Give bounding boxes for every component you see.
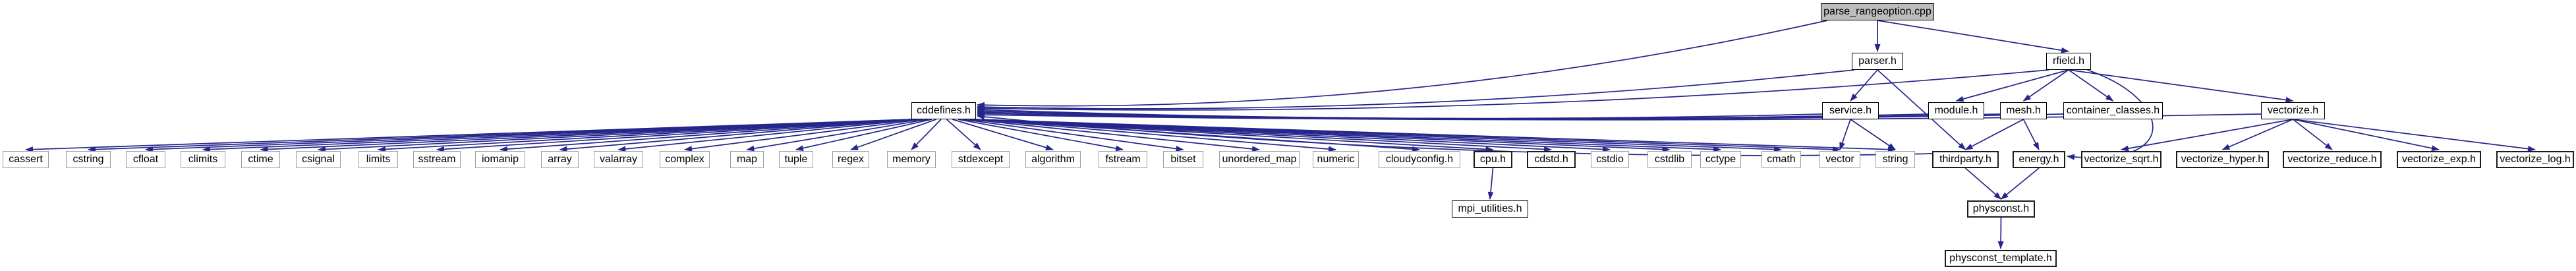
node-mesh[interactable]: mesh.h bbox=[2000, 102, 2047, 119]
edge-cddefines-to-bitset bbox=[962, 119, 1184, 152]
edge-cddefines-to-sstream bbox=[436, 119, 914, 152]
edge-rfield-to-cddefines bbox=[977, 69, 2049, 111]
edge-service-to-string bbox=[1850, 119, 1896, 150]
node-thirdparty[interactable]: thirdparty.h bbox=[1932, 151, 1999, 168]
node-stdexcept: stdexcept bbox=[952, 151, 1010, 168]
node-valarray: valarray bbox=[594, 151, 643, 168]
node-string: string bbox=[1875, 151, 1915, 168]
edge-cddefines-to-valarray bbox=[617, 119, 918, 152]
edge-cddefines-to-cloudyconfig bbox=[973, 119, 1420, 152]
edge-cddefines-to-numeric bbox=[973, 119, 1336, 152]
node-cdstd[interactable]: cdstd.h bbox=[1527, 151, 1576, 168]
edge-cddefines-to-map bbox=[746, 119, 929, 152]
edge-cddefines-to-iomanip bbox=[500, 119, 914, 152]
edge-cddefines-to-tuple bbox=[795, 119, 932, 151]
node-csignal: csignal bbox=[296, 151, 341, 168]
node-cstring: cstring bbox=[66, 151, 111, 168]
node-tuple: tuple bbox=[779, 151, 813, 168]
edge-mesh-to-energy bbox=[2022, 119, 2040, 150]
edge-vectorize-to-vreduce bbox=[2292, 119, 2333, 150]
node-parser[interactable]: parser.h bbox=[1852, 53, 1903, 70]
edge-mesh-to-thirdparty bbox=[1964, 119, 2024, 150]
edge-cddefines-to-limits bbox=[378, 119, 914, 152]
edge-cddefines-to-array bbox=[559, 119, 914, 152]
edge-cddefines-to-fstream bbox=[958, 119, 1124, 152]
node-physconst[interactable]: physconst.h bbox=[1967, 200, 2035, 218]
edge-vectorize-to-vsqrt bbox=[2121, 119, 2293, 152]
node-module[interactable]: module.h bbox=[1928, 102, 1984, 119]
node-cddefines[interactable]: cddefines.h bbox=[911, 102, 976, 119]
edge-cddefines-to-unordered_map bbox=[969, 119, 1260, 152]
edge-vectorize-to-vlog bbox=[2293, 119, 2536, 152]
node-memory: memory bbox=[887, 151, 936, 168]
edge-cddefines-to-complex bbox=[684, 119, 923, 152]
node-container[interactable]: container_classes.h bbox=[2063, 102, 2163, 119]
edge-cpp-to-rfield bbox=[1877, 20, 2069, 53]
node-cfloat: cfloat bbox=[126, 151, 165, 168]
edge-thirdparty-to-physconst bbox=[1964, 167, 2002, 200]
node-ctime: ctime bbox=[241, 151, 280, 168]
edge-service-to-vector bbox=[1839, 119, 1851, 150]
node-rfield[interactable]: rfield.h bbox=[2046, 53, 2091, 70]
node-vector: vector bbox=[1819, 151, 1860, 168]
edge-parser-to-cddefines bbox=[977, 69, 1855, 110]
node-complex: complex bbox=[660, 151, 710, 168]
node-map: map bbox=[730, 151, 764, 168]
node-regex: regex bbox=[832, 151, 869, 168]
node-numeric: numeric bbox=[1313, 151, 1359, 168]
node-array: array bbox=[541, 151, 579, 168]
edge-cddefines-to-algorithm bbox=[952, 119, 1054, 151]
edge-rfield-to-vectorize bbox=[2068, 69, 2294, 103]
node-vexp[interactable]: vectorize_exp.h bbox=[2397, 151, 2481, 168]
node-climits: climits bbox=[181, 151, 225, 168]
node-unordered_map: unordered_map bbox=[1219, 151, 1300, 168]
node-cloudyconfig: cloudyconfig.h bbox=[1379, 151, 1460, 168]
edge-cddefines-to-csignal bbox=[318, 119, 914, 152]
edge-energy-to-physconst bbox=[2000, 167, 2040, 200]
node-cpp: parse_rangeoption.cpp bbox=[1821, 3, 1934, 20]
node-cpu[interactable]: cpu.h bbox=[1474, 151, 1512, 168]
node-bitset: bitset bbox=[1163, 151, 1203, 168]
edge-rfield-to-module bbox=[1955, 69, 2069, 102]
edge-cddefines-to-memory bbox=[911, 119, 942, 150]
node-cmath: cmath bbox=[1761, 151, 1801, 168]
node-cassert: cassert bbox=[3, 151, 49, 168]
edge-vectorize-to-vexp bbox=[2293, 119, 2440, 152]
node-vectorize[interactable]: vectorize.h bbox=[2261, 102, 2325, 119]
node-cctype: cctype bbox=[1700, 151, 1741, 168]
node-cstdlib: cstdlib bbox=[1647, 151, 1692, 168]
node-vhyper[interactable]: vectorize_hyper.h bbox=[2176, 151, 2269, 168]
node-phytemplate[interactable]: physconst_template.h bbox=[1945, 250, 2057, 267]
node-cstdio: cstdio bbox=[1591, 151, 1629, 168]
node-service[interactable]: service.h bbox=[1822, 102, 1879, 119]
edge-cddefines-to-stdexcept bbox=[946, 119, 981, 150]
node-mpi[interactable]: mpi_utilities.h bbox=[1452, 200, 1528, 218]
node-limits: limits bbox=[358, 151, 398, 168]
node-vlog[interactable]: vectorize_log.h bbox=[2496, 151, 2574, 168]
edge-cpp-to-cddefines bbox=[977, 20, 1828, 108]
edge-rfield-to-container bbox=[2068, 69, 2114, 102]
edge-cddefines-to-string bbox=[973, 119, 1896, 153]
node-vreduce[interactable]: vectorize_reduce.h bbox=[2283, 151, 2382, 168]
edge-cddefines-to-regex bbox=[850, 119, 937, 150]
edge-vectorize-to-vhyper bbox=[2221, 119, 2293, 150]
node-fstream: fstream bbox=[1099, 151, 1147, 168]
node-iomanip: iomanip bbox=[475, 151, 525, 168]
node-sstream: sstream bbox=[413, 151, 461, 168]
edge-cpu-to-mpi bbox=[1487, 167, 1494, 200]
node-algorithm: algorithm bbox=[1025, 151, 1081, 168]
edge-rfield-to-mesh bbox=[2022, 69, 2069, 102]
node-energy[interactable]: energy.h bbox=[2013, 151, 2065, 168]
node-vsqrt[interactable]: vectorize_sqrt.h bbox=[2081, 151, 2161, 168]
edge-container-to-cddefines bbox=[977, 110, 2064, 120]
